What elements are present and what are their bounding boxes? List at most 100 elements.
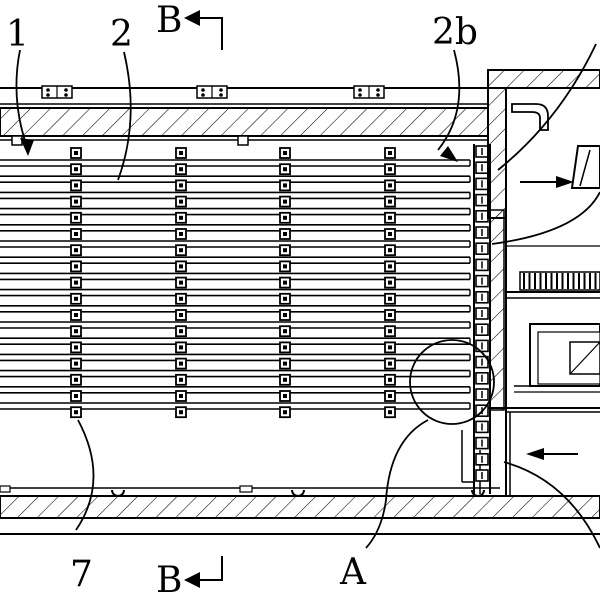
support-clip-core — [283, 232, 287, 236]
support-clip-core — [179, 215, 183, 220]
support-clip-core — [388, 280, 392, 285]
support-clip-core — [179, 151, 183, 155]
support-clip-core — [388, 410, 392, 415]
leader-top-right — [497, 43, 597, 171]
support-clip-core — [74, 313, 78, 317]
support-clip-core — [388, 183, 392, 188]
leader-2 — [117, 51, 132, 181]
support-clip-core — [388, 345, 392, 350]
support-clip-core — [74, 345, 78, 350]
support-clip-core — [179, 232, 183, 236]
tab — [11, 135, 23, 146]
hinge — [196, 85, 228, 99]
support-clip-core — [283, 313, 287, 317]
support-clip-core — [179, 248, 183, 253]
right-housing — [487, 69, 600, 496]
chain-links — [475, 145, 489, 482]
support-clip-core — [388, 394, 392, 398]
support-clip-core — [388, 296, 392, 301]
section-mark-top — [184, 10, 223, 50]
top-wall — [0, 87, 489, 141]
support-clip-core — [283, 410, 287, 415]
support-clip-core — [283, 167, 287, 172]
label-2b: 2b — [432, 12, 478, 53]
support-clip-core — [179, 167, 183, 172]
section-mark-bottom — [184, 556, 223, 588]
label-1: 1 — [6, 14, 29, 55]
support-clip-core — [179, 410, 183, 415]
leader-bottom-right — [503, 461, 600, 549]
support-clip-core — [283, 280, 287, 285]
support-clip-core — [283, 377, 287, 382]
support-clip-core — [388, 151, 392, 155]
leader-2b — [437, 49, 461, 151]
support-clip-core — [179, 345, 183, 350]
label-a: A — [339, 552, 367, 593]
support-clip-core — [388, 361, 392, 366]
support-clip-core — [179, 313, 183, 317]
leader-mid-right — [491, 191, 600, 245]
bottom-wheels — [0, 485, 485, 497]
support-clip-core — [179, 394, 183, 398]
tray-supports — [70, 147, 396, 419]
support-clip-core — [179, 280, 183, 285]
support-clip-core — [74, 232, 78, 236]
hinge — [41, 85, 73, 99]
label-b-top: B — [156, 0, 182, 41]
support-clip-core — [179, 199, 183, 204]
support-clip-core — [74, 248, 78, 253]
top-hinges — [41, 85, 385, 99]
support-clip-core — [74, 199, 78, 204]
leader-2b-arrow — [440, 146, 458, 162]
support-clip-core — [388, 313, 392, 317]
leader-1-arrow — [20, 138, 34, 156]
support-clip-core — [283, 199, 287, 204]
label-2: 2 — [110, 14, 133, 55]
support-clip-core — [283, 296, 287, 301]
airflow-out-arrow — [520, 176, 574, 188]
support-clip-core — [283, 329, 287, 334]
radiator-fins — [523, 273, 597, 289]
support-clip-core — [388, 264, 392, 269]
leader-7 — [75, 419, 95, 531]
detail-circle-a — [409, 339, 495, 425]
support-clip-core — [179, 264, 183, 269]
support-clip-core — [179, 329, 183, 334]
support-clip-core — [388, 248, 392, 253]
support-clip-core — [388, 167, 392, 172]
support-clip-core — [74, 377, 78, 382]
support-clip-core — [74, 264, 78, 269]
support-clip-core — [388, 232, 392, 236]
tab — [237, 135, 249, 146]
label-b-bottom: B — [156, 560, 182, 600]
support-clip-core — [74, 280, 78, 285]
support-clip-core — [74, 151, 78, 155]
support-clip-core — [283, 151, 287, 155]
support-clip-core — [74, 215, 78, 220]
airflow-in-arrow — [526, 448, 578, 460]
support-clip-core — [283, 248, 287, 253]
support-clip-core — [388, 329, 392, 334]
support-clip-core — [283, 345, 287, 350]
support-clip-core — [388, 377, 392, 382]
support-clip-core — [179, 296, 183, 301]
hinge — [353, 85, 385, 99]
support-clip-core — [283, 215, 287, 220]
leader-lines — [15, 43, 600, 549]
support-clip-core — [74, 410, 78, 415]
support-clip-core — [74, 296, 78, 301]
support-clip-core — [283, 394, 287, 398]
leader-a — [365, 419, 429, 549]
support-clip-core — [74, 329, 78, 334]
support-clip-core — [74, 361, 78, 366]
support-clip-core — [179, 361, 183, 366]
support-clip-core — [74, 394, 78, 398]
support-clip-core — [179, 183, 183, 188]
support-clip-core — [179, 377, 183, 382]
support-clip-core — [283, 264, 287, 269]
support-clip-core — [283, 361, 287, 366]
support-clip-core — [283, 183, 287, 188]
support-clip-core — [74, 183, 78, 188]
